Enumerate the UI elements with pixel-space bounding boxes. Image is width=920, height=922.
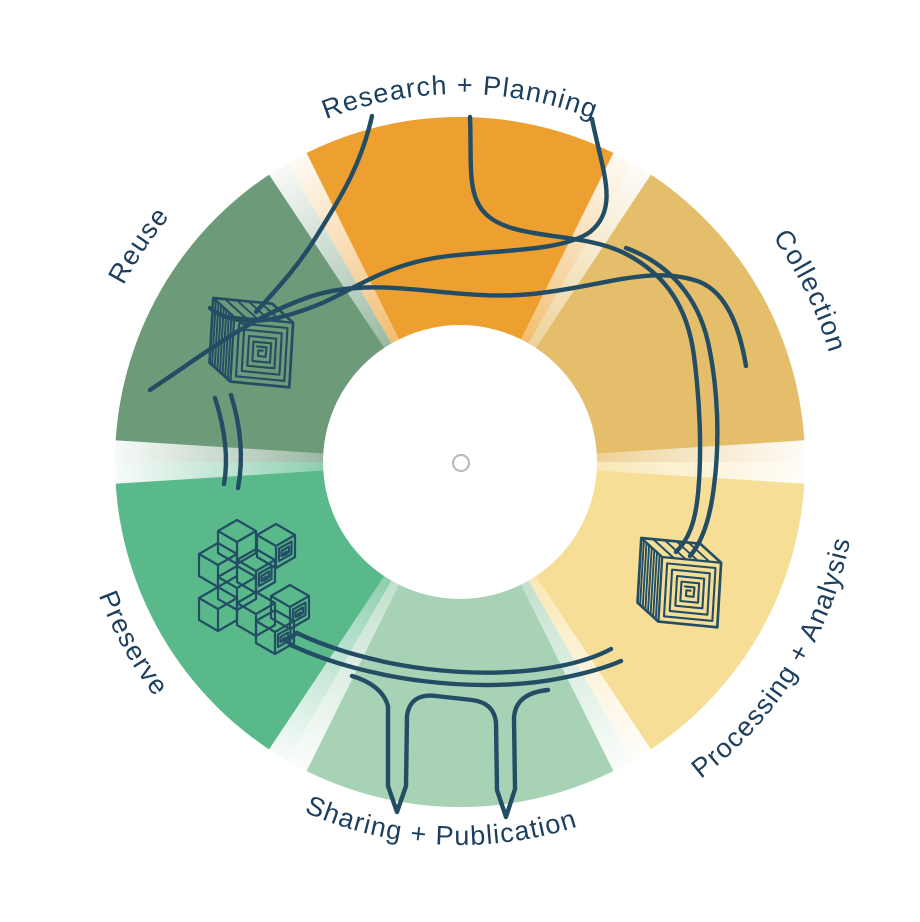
thread-line [212, 395, 229, 487]
ribbon-lower-edge [288, 642, 624, 688]
ribbon-needles-icon [284, 630, 624, 820]
thread-line [207, 116, 609, 323]
thread-line [228, 392, 244, 491]
thread-line [467, 114, 703, 555]
thread-line [623, 245, 720, 559]
ribbon-upper-edge [294, 630, 614, 675]
divider-top-left [268, 152, 400, 349]
divider-left [114, 440, 325, 484]
thread-arc-icon [212, 392, 244, 491]
thread-line [253, 113, 375, 315]
segment-sharing-publication [287, 580, 633, 808]
tangled-threads-icon [147, 113, 749, 559]
center-ring-icon [451, 453, 471, 473]
thread-illustrations [147, 113, 749, 820]
divider-top-right [520, 152, 652, 349]
divider-bottom-left [268, 575, 400, 772]
segment-label-research-planning: Research + Planning [318, 70, 603, 125]
ribbon-end-cap [284, 630, 300, 648]
segment-label-reuse: Reuse [102, 201, 175, 289]
needles-outline [349, 673, 551, 820]
